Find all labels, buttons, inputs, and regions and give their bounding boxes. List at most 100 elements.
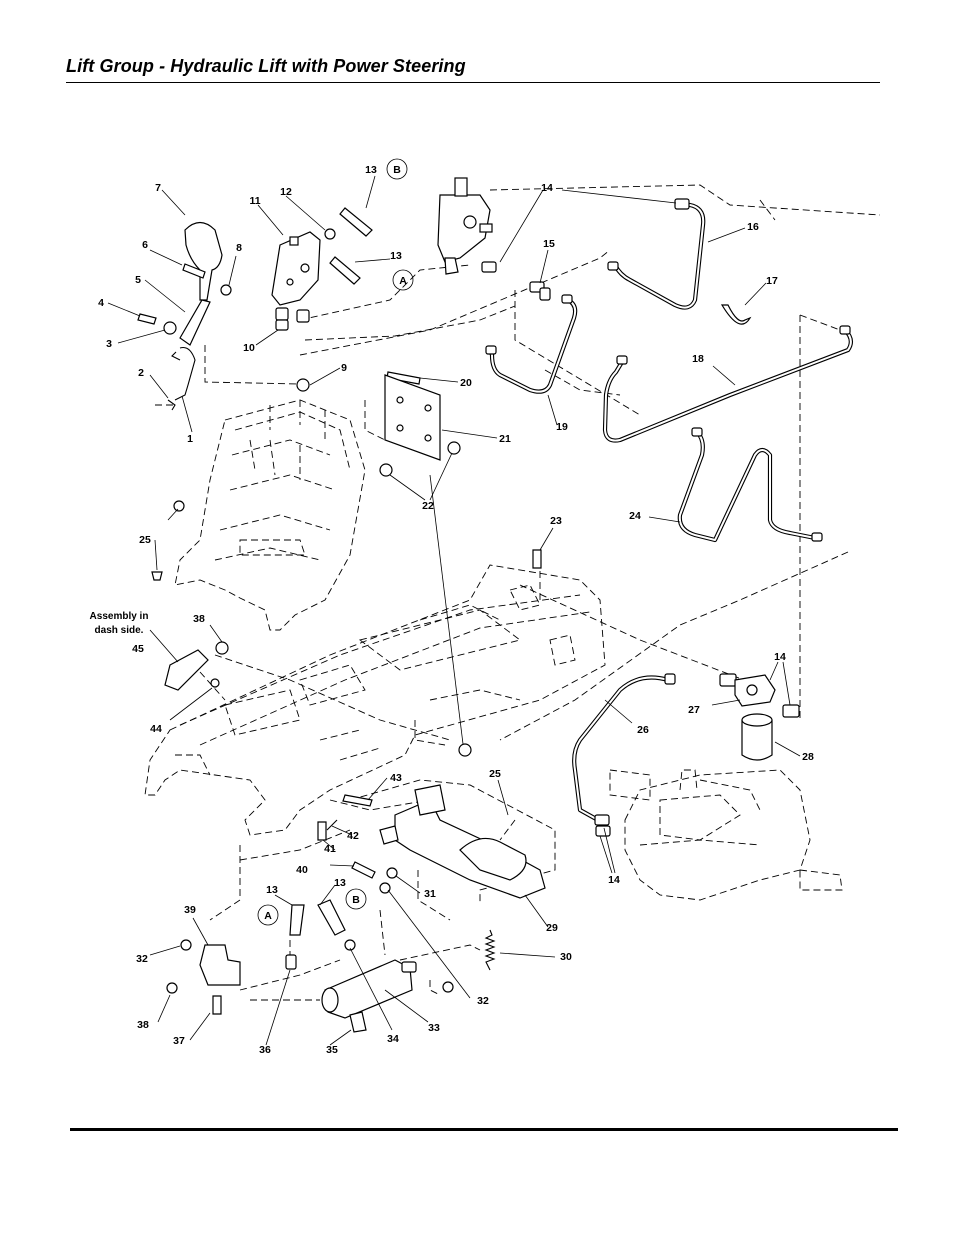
callout-40: 40 bbox=[296, 864, 308, 876]
bracket-45 bbox=[164, 649, 209, 691]
callout-14-b: 14 bbox=[774, 651, 786, 663]
nut-22b bbox=[447, 441, 461, 455]
bolt-23 bbox=[532, 549, 542, 569]
washer-31 bbox=[386, 867, 398, 879]
callout-11: 11 bbox=[249, 195, 260, 207]
marker-a-bottom bbox=[257, 904, 279, 926]
nut-38b bbox=[166, 982, 178, 994]
spring-30 bbox=[484, 929, 496, 971]
marker-label-a-top: A bbox=[399, 275, 407, 287]
callout-1: 1 bbox=[187, 433, 193, 445]
nut-22c bbox=[458, 743, 472, 757]
steering-valve bbox=[437, 194, 491, 263]
bolt-4 bbox=[137, 313, 157, 325]
page-title: Lift Group - Hydraulic Lift with Power S… bbox=[66, 56, 466, 76]
callout-3: 3 bbox=[106, 338, 112, 350]
callout-38-b: 38 bbox=[137, 1019, 149, 1031]
callout-21: 21 bbox=[499, 433, 511, 445]
main-frame bbox=[144, 564, 606, 836]
callout-23: 23 bbox=[550, 515, 562, 527]
callout-15: 15 bbox=[543, 238, 555, 250]
callout-14-c: 14 bbox=[608, 874, 620, 886]
fittings bbox=[275, 198, 851, 837]
hydraulic-cylinder bbox=[324, 959, 413, 1019]
hose-13-lower-b bbox=[317, 899, 346, 936]
screw-25a bbox=[173, 500, 185, 512]
callout-42: 42 bbox=[347, 830, 359, 842]
callout-2: 2 bbox=[138, 367, 144, 379]
callout-16: 16 bbox=[747, 221, 759, 233]
callout-29: 29 bbox=[546, 922, 558, 934]
nut-9 bbox=[296, 378, 310, 392]
hydraulic-line-18 bbox=[602, 327, 853, 443]
callout-31: 31 bbox=[424, 888, 436, 900]
callout-6: 6 bbox=[142, 239, 148, 251]
callout-13-c: 13 bbox=[266, 884, 278, 896]
marker-b-bottom bbox=[345, 888, 367, 910]
hydraulic-line-26 bbox=[572, 675, 671, 823]
callout-22: 22 bbox=[422, 500, 434, 512]
marker-label-b-bottom: B bbox=[352, 894, 360, 906]
screw-44 bbox=[210, 678, 220, 688]
callout-13-d: 13 bbox=[334, 877, 346, 889]
lift-lever-handle bbox=[184, 221, 223, 301]
dash-panel bbox=[174, 399, 366, 631]
callout-38-a: 38 bbox=[193, 613, 205, 625]
callout-13-b: 13 bbox=[390, 250, 402, 262]
marker-a-top bbox=[392, 269, 414, 291]
marker-label-b-top: B bbox=[393, 164, 401, 176]
reference-markers bbox=[257, 158, 414, 926]
bolt-6 bbox=[182, 263, 206, 279]
callout-28: 28 bbox=[802, 751, 814, 763]
transaxle bbox=[609, 769, 843, 901]
footer-rule bbox=[70, 1128, 898, 1131]
callout-41: 41 bbox=[324, 843, 336, 855]
mount-plate bbox=[384, 374, 441, 461]
callout-45: 45 bbox=[132, 643, 144, 655]
callout-9: 9 bbox=[341, 362, 347, 374]
callout-26: 26 bbox=[637, 724, 649, 736]
callout-43: 43 bbox=[390, 772, 402, 784]
control-valve bbox=[271, 231, 321, 306]
marker-label-a-bottom: A bbox=[264, 910, 272, 922]
washer-32b bbox=[379, 882, 391, 894]
pin-41 bbox=[351, 861, 376, 879]
pin-43 bbox=[342, 794, 373, 807]
callout-10: 10 bbox=[243, 342, 255, 354]
lift-rod bbox=[174, 346, 196, 401]
bolt-40 bbox=[317, 821, 327, 841]
callout-32-b: 32 bbox=[477, 995, 489, 1007]
hose-13-top bbox=[339, 207, 373, 237]
washer-32a bbox=[180, 939, 192, 951]
note-assembly-line-2: dash side. bbox=[95, 625, 144, 636]
title-rule bbox=[66, 82, 880, 83]
callout-17: 17 bbox=[766, 275, 778, 287]
callout-37: 37 bbox=[173, 1035, 185, 1047]
nut-8 bbox=[220, 284, 232, 296]
hose-13-lower-a bbox=[289, 904, 305, 936]
callout-12: 12 bbox=[280, 186, 292, 198]
note-assembly-line-1: Assembly in bbox=[90, 611, 149, 622]
hydraulic-lines bbox=[487, 202, 853, 823]
callout-34: 34 bbox=[387, 1033, 399, 1045]
callout-25-a: 25 bbox=[139, 534, 151, 546]
nut-38a bbox=[215, 641, 229, 655]
callout-18: 18 bbox=[692, 353, 704, 365]
hydraulic-line-24 bbox=[677, 429, 818, 543]
callout-labels: B A A B 1 2 3 4 5 6 7 8 9 10 11 12 13 13… bbox=[90, 164, 814, 1056]
callout-33: 33 bbox=[428, 1022, 440, 1034]
assembly-guide-lines bbox=[155, 184, 881, 1001]
leader-lines bbox=[107, 175, 801, 1046]
callout-5: 5 bbox=[135, 274, 141, 286]
callout-8: 8 bbox=[236, 242, 242, 254]
callout-4: 4 bbox=[98, 297, 104, 309]
pin-42 bbox=[326, 819, 338, 831]
nut-22a bbox=[379, 463, 393, 477]
callout-20: 20 bbox=[460, 377, 472, 389]
callout-14-a: 14 bbox=[541, 182, 553, 194]
callout-25-b: 25 bbox=[489, 768, 501, 780]
hydraulic-line-19 bbox=[487, 297, 578, 394]
fitting-12 bbox=[324, 228, 336, 240]
callout-13-a: 13 bbox=[365, 164, 377, 176]
